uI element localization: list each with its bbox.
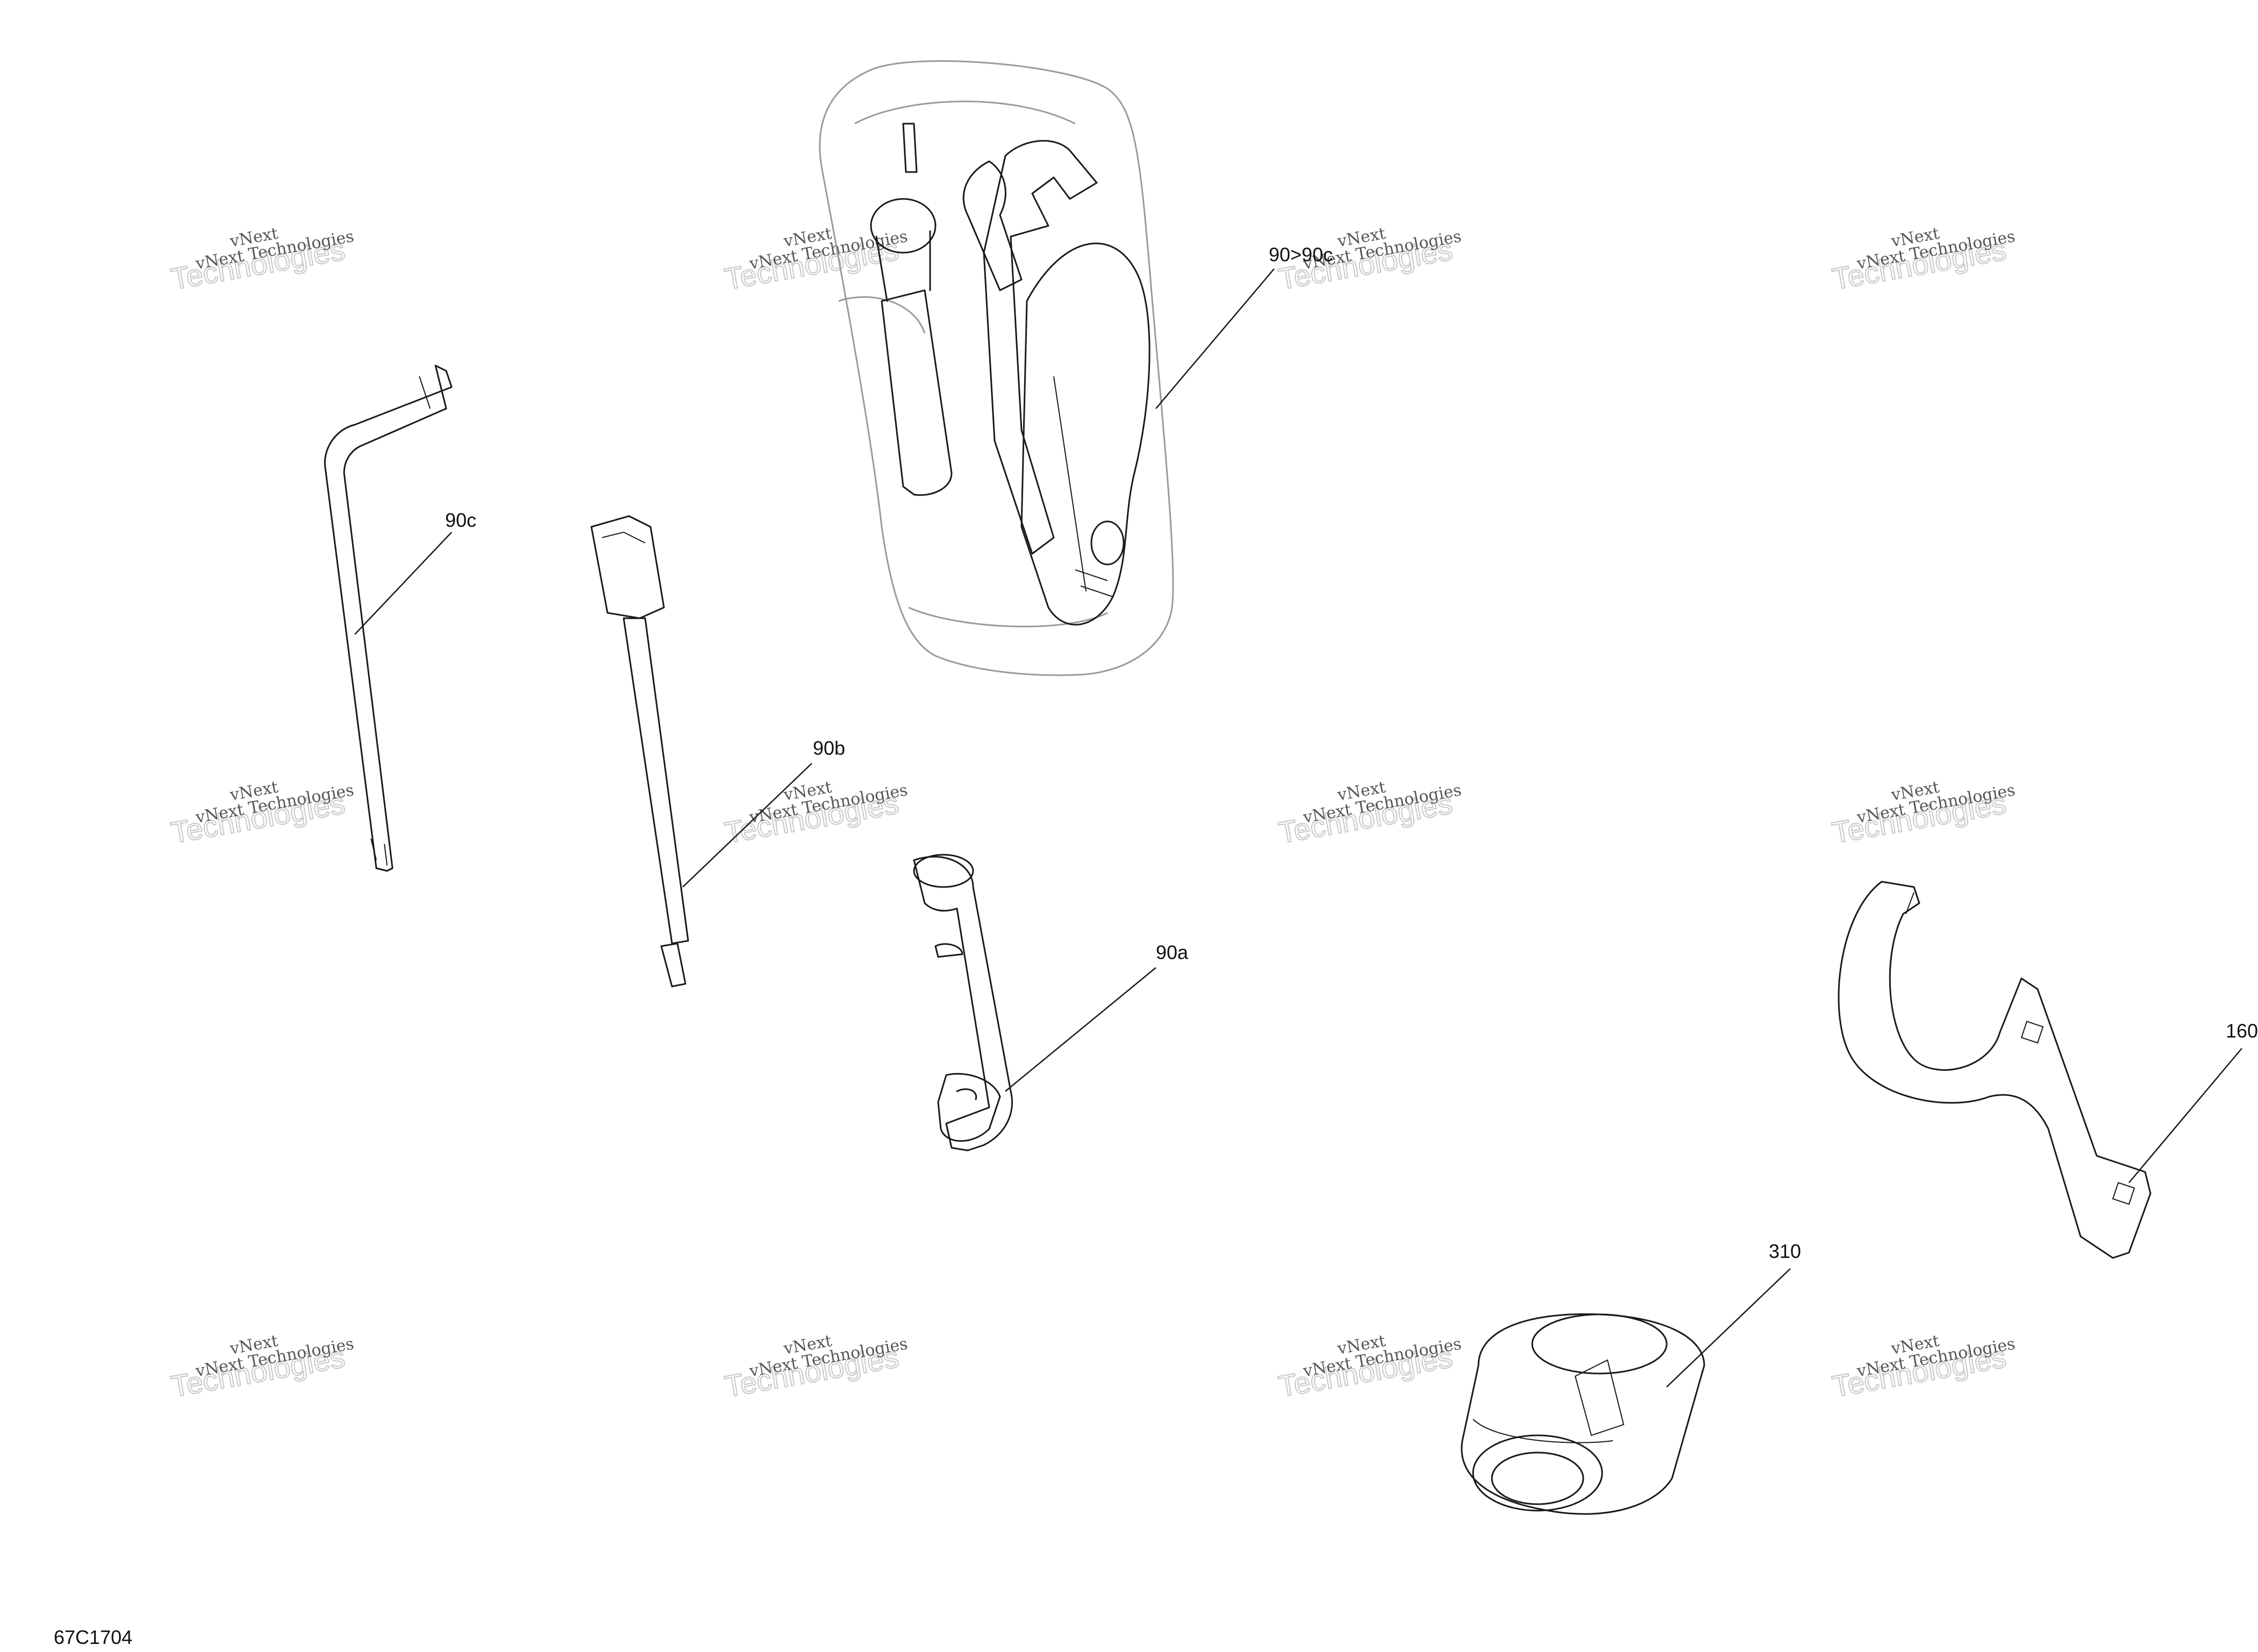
leader-spanner	[2128, 1048, 2242, 1183]
leader-socket-wrench	[1005, 967, 1156, 1092]
callout-nut: 310	[1769, 1240, 1801, 1262]
callout-kit: 90>90c	[1269, 244, 1333, 266]
callout-hex-key: 90c	[445, 509, 476, 531]
leader-lines	[354, 268, 2242, 1388]
callout-extension: 90b	[813, 737, 845, 759]
figure-code: 67C1704	[54, 1626, 132, 1648]
leader-extension	[682, 763, 812, 888]
tool-kit-case[interactable]	[819, 60, 1174, 676]
leader-kit	[1155, 268, 1275, 409]
extension-bar[interactable]	[590, 515, 689, 988]
adapter-nut[interactable]	[1461, 1313, 1705, 1515]
leader-hex-key	[354, 532, 452, 635]
hex-key[interactable]	[324, 364, 453, 872]
callout-socket-wrench: 90a	[1156, 941, 1189, 963]
socket-wrench[interactable]	[913, 854, 1013, 1152]
callout-spanner: 160	[2226, 1020, 2258, 1042]
spanner-wrench[interactable]	[1838, 881, 2152, 1259]
leader-nut	[1666, 1268, 1791, 1388]
callouts: 90>90c 90c 90b 90a 160 310	[445, 244, 2258, 1262]
